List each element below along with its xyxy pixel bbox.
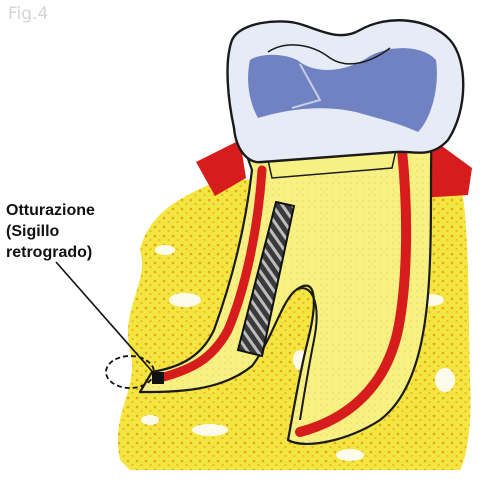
figure-label: Fig.4 (8, 4, 48, 24)
crown-icon (228, 20, 464, 162)
callout-line-3: retrogrado) (6, 242, 136, 263)
callout-line-2: (Sigillo (6, 221, 136, 242)
callout-label: Otturazione (Sigillo retrogrado) (6, 200, 136, 263)
callout-line-1: Otturazione (6, 200, 136, 221)
